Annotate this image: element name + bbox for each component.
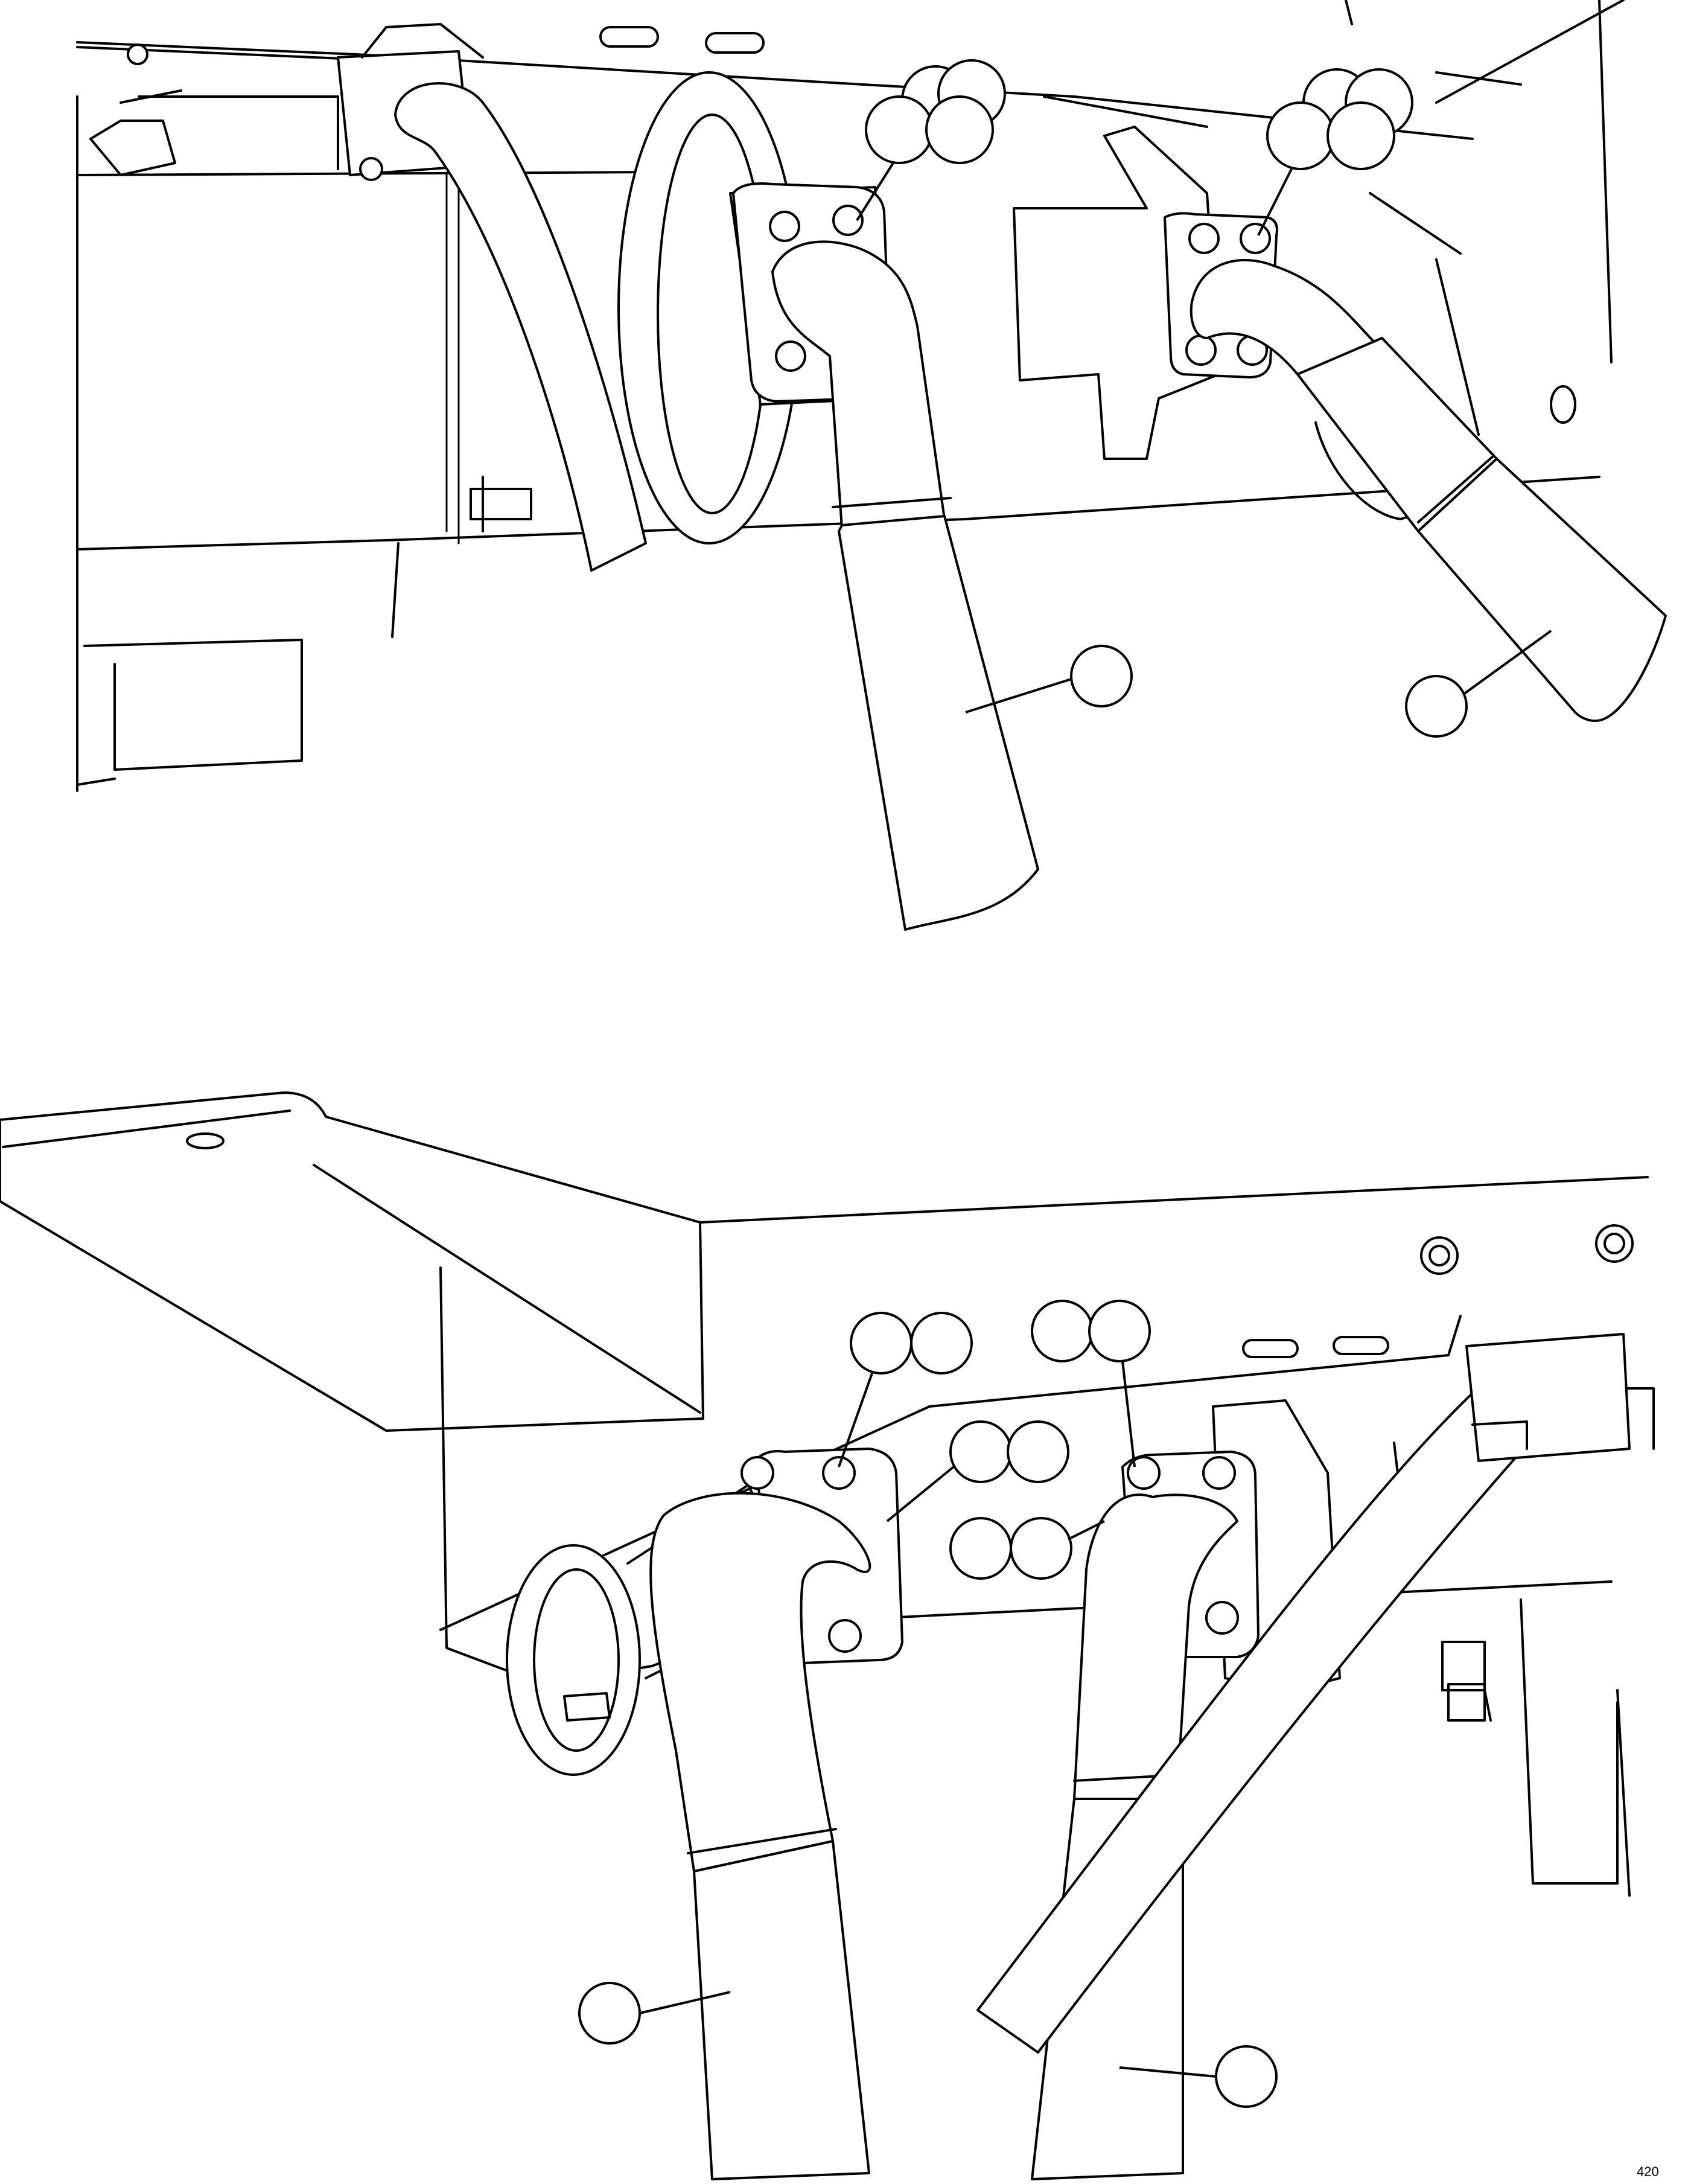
upper-left-pressure-hose [771, 240, 1039, 931]
callout-circle [1266, 101, 1335, 170]
callout-circle [1031, 1300, 1094, 1362]
lower-left-pressure-hose [649, 1492, 871, 2180]
upper-right-mount-plate [1013, 126, 1576, 520]
callout-circle [1010, 1517, 1072, 1580]
callout-circle [1215, 2045, 1278, 2108]
upper-view [76, 0, 1667, 931]
callout-circle [578, 1982, 641, 2045]
callout-circle [949, 1517, 1012, 1580]
figure-id-label: 420 [1637, 2164, 1659, 2179]
callout-circle [1088, 1300, 1151, 1362]
upper-chassis-frame [76, 0, 1625, 792]
callout-circle [1070, 645, 1133, 707]
callout-circle [865, 95, 934, 164]
callout-circle [910, 1312, 973, 1375]
callout-circle [949, 1420, 1012, 1483]
lower-right-clamp [1447, 1333, 1631, 1722]
callout-circle [850, 1312, 912, 1375]
callout-circle [925, 95, 994, 164]
upper-callout-group [856, 59, 1552, 738]
upper-thin-hose [394, 82, 647, 572]
lower-view [0, 1091, 1655, 2180]
lower-callout-group [578, 1300, 1278, 2108]
callout-circle [1327, 101, 1395, 170]
upper-right-pressure-hose [1190, 258, 1667, 723]
lower-deflector-plate [0, 1091, 704, 1432]
callout-circle [1007, 1420, 1069, 1483]
callout-circle [1405, 675, 1468, 738]
